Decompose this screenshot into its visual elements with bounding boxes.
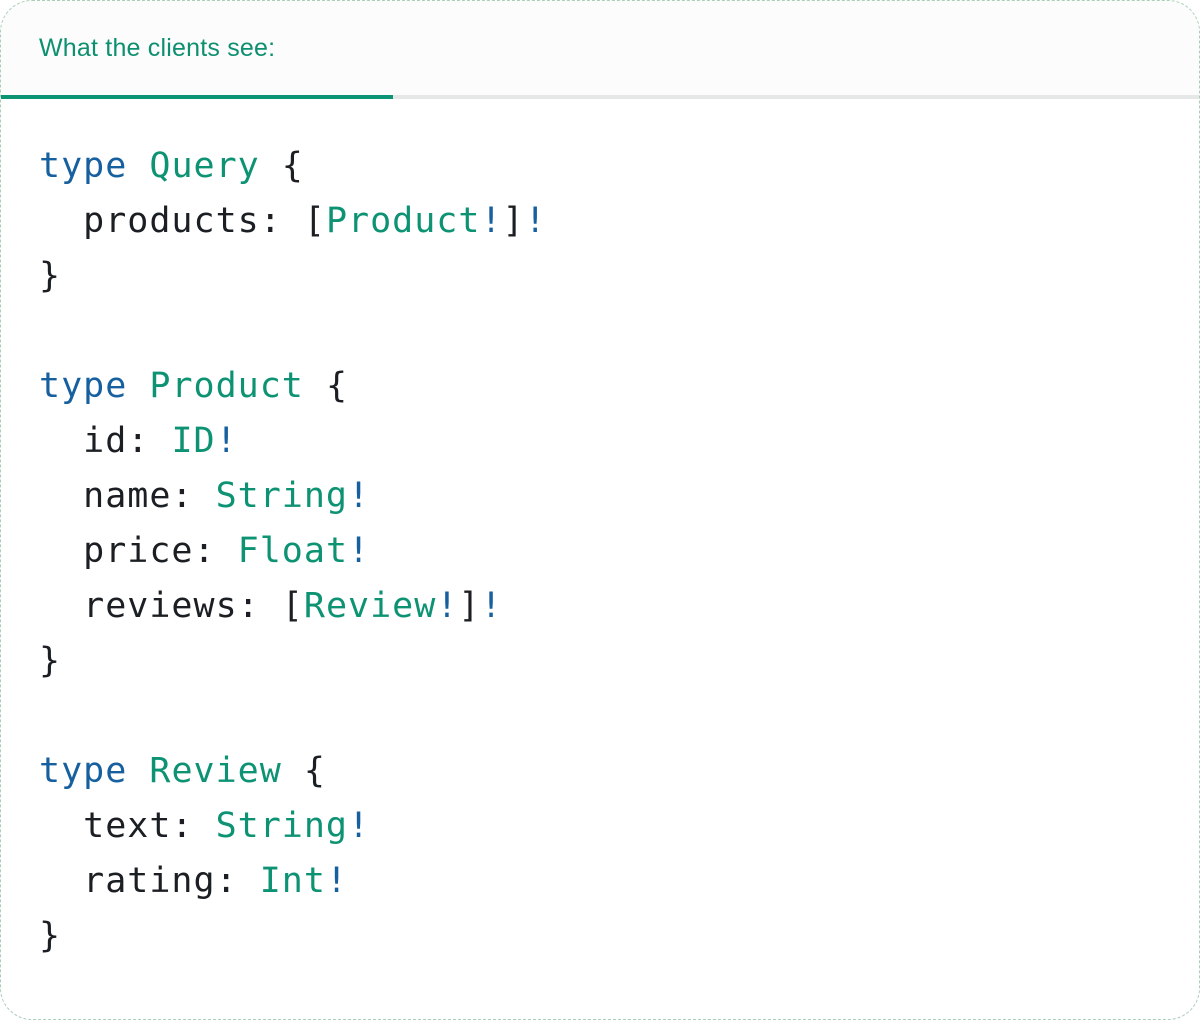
- code-token-p: rating:: [39, 861, 260, 901]
- code-token-p: reviews: [: [39, 586, 304, 626]
- code-token-b: !: [325, 861, 349, 901]
- code-token-p: name:: [39, 476, 216, 516]
- active-tab-indicator: [1, 95, 393, 99]
- code-line: }: [39, 249, 1169, 304]
- code-token-p: [127, 366, 149, 406]
- code-token-b: !: [436, 586, 459, 626]
- code-token-b: !: [524, 201, 547, 241]
- code-token-kw: type: [39, 751, 128, 791]
- code-token-ty: Float: [237, 531, 349, 571]
- tab-what-clients-see[interactable]: What the clients see:: [1, 1, 321, 95]
- code-line: reviews: [Review!]!: [39, 579, 1169, 634]
- code-line: type Review {: [39, 744, 1169, 799]
- code-token-ty: String: [215, 806, 349, 846]
- code-line: name: String!: [39, 469, 1169, 524]
- code-token-ty: String: [215, 476, 349, 516]
- code-token-b: !: [348, 806, 371, 846]
- code-line: }: [39, 909, 1169, 964]
- code-token-b: !: [348, 476, 371, 516]
- code-line: text: String!: [39, 799, 1169, 854]
- code-token-p: {: [303, 366, 349, 406]
- code-token-ty: Query: [149, 146, 260, 186]
- code-line: [39, 689, 1169, 744]
- code-token-p: [127, 751, 149, 791]
- code-token-p: products: [: [39, 201, 326, 241]
- code-token-ty: ID: [171, 421, 216, 461]
- code-token-ty: Product: [325, 201, 481, 241]
- code-line: products: [Product!]!: [39, 194, 1169, 249]
- code-token-p: ]: [458, 586, 481, 626]
- code-token-ty: Review: [149, 751, 282, 791]
- code-token-ty: Review: [303, 586, 437, 626]
- code-line: type Query {: [39, 139, 1169, 194]
- code-token-p: text:: [39, 806, 216, 846]
- code-token-p: }: [39, 916, 62, 956]
- code-token-p: {: [259, 146, 304, 186]
- code-token-kw: type: [39, 146, 128, 186]
- code-line: price: Float!: [39, 524, 1169, 579]
- code-line: [39, 304, 1169, 359]
- code-token-ty: Product: [149, 366, 304, 406]
- code-line: }: [39, 634, 1169, 689]
- code-token-kw: type: [39, 366, 128, 406]
- code-line: type Product {: [39, 359, 1169, 414]
- code-token-p: id:: [39, 421, 172, 461]
- code-block: type Query { products: [Product!]!} type…: [1, 99, 1199, 964]
- code-token-p: price:: [39, 531, 238, 571]
- code-token-p: ]: [502, 201, 525, 241]
- code-token-p: {: [281, 751, 326, 791]
- code-token-b: !: [480, 586, 503, 626]
- code-token-b: !: [348, 531, 371, 571]
- code-line: rating: Int!: [39, 854, 1169, 909]
- panel-tab-bar: What the clients see:: [1, 1, 1199, 99]
- code-token-b: !: [215, 421, 238, 461]
- tab-label: What the clients see:: [39, 33, 276, 62]
- code-token-p: [127, 146, 149, 186]
- code-token-p: }: [39, 641, 62, 681]
- code-token-ty: Int: [259, 861, 326, 901]
- code-token-b: !: [480, 201, 503, 241]
- code-line: id: ID!: [39, 414, 1169, 469]
- code-token-p: }: [39, 256, 62, 296]
